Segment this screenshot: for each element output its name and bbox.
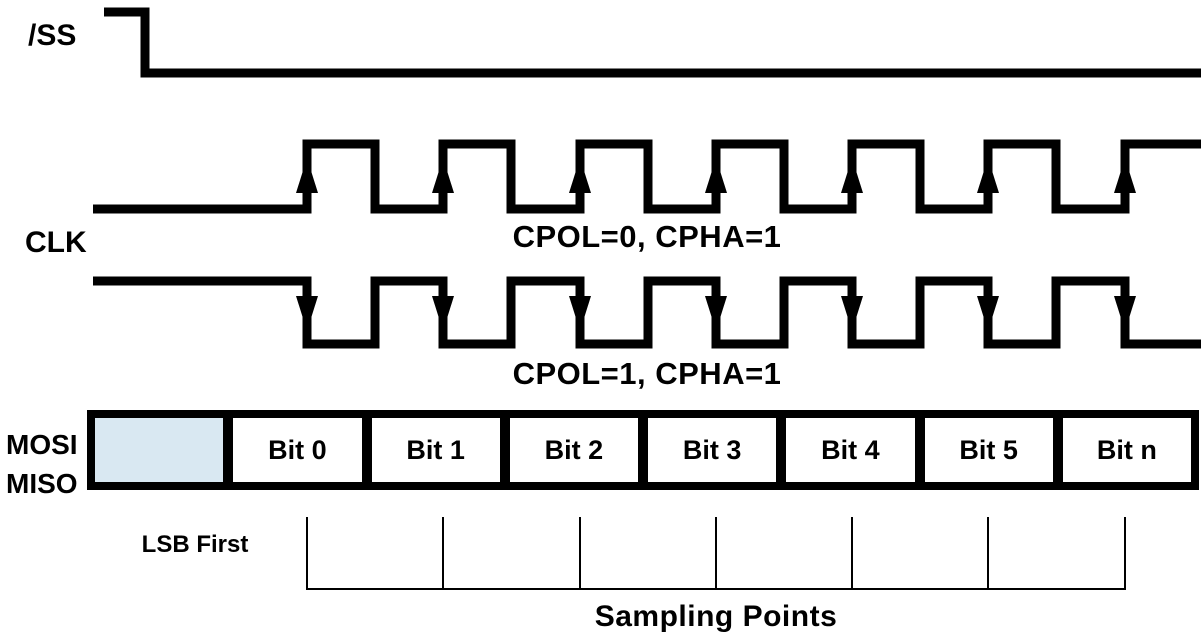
clk-cpol0-sample-edge-arrow	[1114, 158, 1136, 193]
sampling-points-label: Sampling Points	[594, 600, 838, 633]
clk-cpol1-waveform	[93, 276, 1201, 349]
clk-mode-bottom-label: CPOL=1, CPHA=1	[512, 356, 782, 391]
clk-cpol0-sample-edge-arrow	[432, 158, 454, 193]
bit-cell-n: Bit n	[1062, 418, 1191, 482]
bit-cell-1: Bit 1	[371, 418, 500, 482]
clk-cpol0-sample-edge-arrow	[705, 158, 727, 193]
clk-cpol0-sample-edge-arrow	[569, 158, 591, 193]
clk-cpol0-sample-edge-arrow	[977, 158, 999, 193]
clk-cpol0-sample-edge-arrow	[296, 158, 318, 193]
bit-cell-5: Bit 5	[924, 418, 1053, 482]
ss-signal-label: /SS	[28, 19, 77, 52]
lsb-first-label: LSB First	[141, 531, 249, 558]
bit-cell-undefined	[95, 418, 224, 482]
bit-cell-0: Bit 0	[233, 418, 362, 482]
clk-cpol1-sample-edge-arrow	[569, 296, 591, 331]
clk-cpol1-sample-edge-arrow	[977, 296, 999, 331]
clk-cpol1-sample-edge-arrow	[841, 296, 863, 331]
mosi-miso-data-band: Bit 0 Bit 1 Bit 2 Bit 3 Bit 4 Bit 5 Bit …	[87, 410, 1199, 490]
bit-cell-4: Bit 4	[786, 418, 915, 482]
mosi-label: MOSI	[6, 429, 78, 460]
clk-cpol1-sample-edge-arrow	[296, 296, 318, 331]
clk-cpol0-sample-edge-arrow	[841, 158, 863, 193]
mosi-miso-signal-label: MOSI MISO	[6, 425, 78, 503]
miso-label: MISO	[6, 468, 78, 499]
clk-mode-top-label: CPOL=0, CPHA=1	[512, 219, 782, 254]
clk-cpol1-sample-edge-arrow	[705, 296, 727, 331]
bit-cell-3: Bit 3	[648, 418, 777, 482]
clk-cpol0-waveform	[93, 139, 1201, 214]
ss-waveform	[104, 7, 1201, 78]
clk-signal-label: CLK	[25, 226, 87, 259]
bit-cell-2: Bit 2	[509, 418, 638, 482]
clk-cpol1-sample-edge-arrow	[1114, 296, 1136, 331]
clk-cpol1-sample-edge-arrow	[432, 296, 454, 331]
